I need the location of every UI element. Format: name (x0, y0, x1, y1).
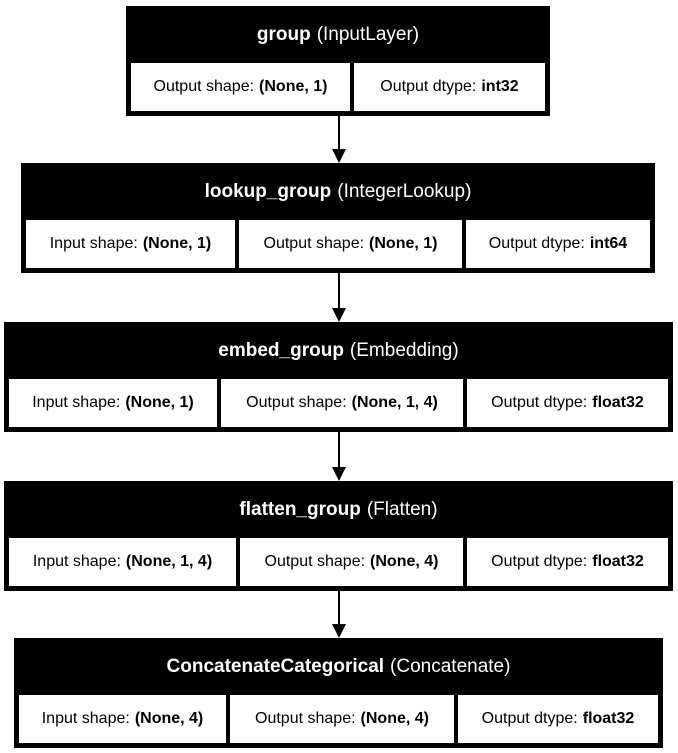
field-value: (None, 1) (259, 78, 328, 95)
arrowhead-icon (332, 308, 346, 322)
field-output-shape: Output shape:(None, 4) (230, 695, 454, 743)
field-value: (None, 1, 4) (125, 553, 213, 570)
arrowhead-icon (332, 149, 346, 163)
layer-type: (Concatenate) (390, 655, 511, 677)
layer-name: group (256, 23, 311, 45)
field-value: (None, 4) (360, 710, 429, 727)
layer-node-embed-group: embed_group (Embedding) Input shape:(Non… (4, 322, 673, 432)
field-value: float32 (582, 710, 635, 727)
field-output-shape: Output shape:(None, 1) (131, 63, 350, 111)
field-label: Output shape: (263, 235, 365, 252)
layer-title: flatten_group (Flatten) (4, 481, 673, 538)
field-value: int32 (481, 78, 519, 95)
field-label: Output dtype: (481, 710, 578, 727)
layer-type: (Embedding) (349, 339, 459, 361)
layer-node-flatten-group: flatten_group (Flatten) Input shape:(Non… (4, 481, 673, 591)
field-label: Output dtype: (380, 78, 477, 95)
field-label: Input shape: (32, 394, 121, 411)
field-output-dtype: Output dtype:float32 (467, 538, 668, 586)
field-output-dtype: Output dtype:float32 (458, 695, 658, 743)
field-label: Output shape: (246, 394, 347, 411)
field-label: Input shape: (49, 235, 138, 252)
layer-title: embed_group (Embedding) (4, 322, 673, 379)
field-value: (None, 1, 4) (351, 394, 438, 411)
field-label: Output dtype: (491, 553, 588, 570)
field-value: (None, 4) (370, 553, 439, 570)
arrowhead-icon (332, 624, 346, 638)
layer-type: (Flatten) (366, 498, 438, 520)
layer-name: ConcatenateCategorical (166, 655, 385, 677)
field-output-dtype: Output dtype:int64 (466, 220, 650, 268)
field-value: int64 (589, 235, 628, 252)
layer-type: (InputLayer) (316, 23, 420, 45)
field-input-shape: Input shape:(None, 1) (26, 220, 235, 268)
field-label: Output shape: (153, 78, 255, 95)
field-value: float32 (592, 553, 644, 570)
layer-type: (IntegerLookup) (337, 180, 472, 202)
field-label: Output shape: (255, 710, 356, 727)
field-input-shape: Input shape:(None, 1) (9, 379, 217, 427)
field-value: (None, 1) (369, 235, 438, 252)
field-output-dtype: Output dtype:int32 (354, 63, 545, 111)
layer-title: ConcatenateCategorical (Concatenate) (14, 638, 663, 695)
layer-name: embed_group (218, 339, 344, 361)
layer-node-lookup-group: lookup_group (IntegerLookup) Input shape… (21, 163, 655, 273)
field-input-shape: Input shape:(None, 4) (19, 695, 226, 743)
field-input-shape: Input shape:(None, 1, 4) (9, 538, 236, 586)
layer-node-concatenate-categorical: ConcatenateCategorical (Concatenate) Inp… (14, 638, 663, 748)
layer-name: lookup_group (204, 180, 332, 202)
field-value: (None, 1) (142, 235, 212, 252)
field-label: Input shape: (41, 710, 130, 727)
layer-node-group: group (InputLayer) Output shape:(None, 1… (126, 6, 550, 116)
field-label: Output dtype: (491, 394, 588, 411)
field-output-dtype: Output dtype:float32 (467, 379, 668, 427)
layer-title: lookup_group (IntegerLookup) (21, 163, 655, 220)
field-value: (None, 1) (125, 394, 194, 411)
layer-title: group (InputLayer) (126, 6, 550, 63)
arrowhead-icon (332, 467, 346, 481)
field-output-shape: Output shape:(None, 1) (239, 220, 462, 268)
field-label: Output dtype: (488, 235, 585, 252)
field-label: Output shape: (264, 553, 366, 570)
field-output-shape: Output shape:(None, 1, 4) (221, 379, 463, 427)
field-output-shape: Output shape:(None, 4) (240, 538, 463, 586)
field-label: Input shape: (32, 553, 121, 570)
field-value: float32 (592, 394, 644, 411)
layer-name: flatten_group (239, 498, 361, 520)
field-value: (None, 4) (134, 710, 204, 727)
